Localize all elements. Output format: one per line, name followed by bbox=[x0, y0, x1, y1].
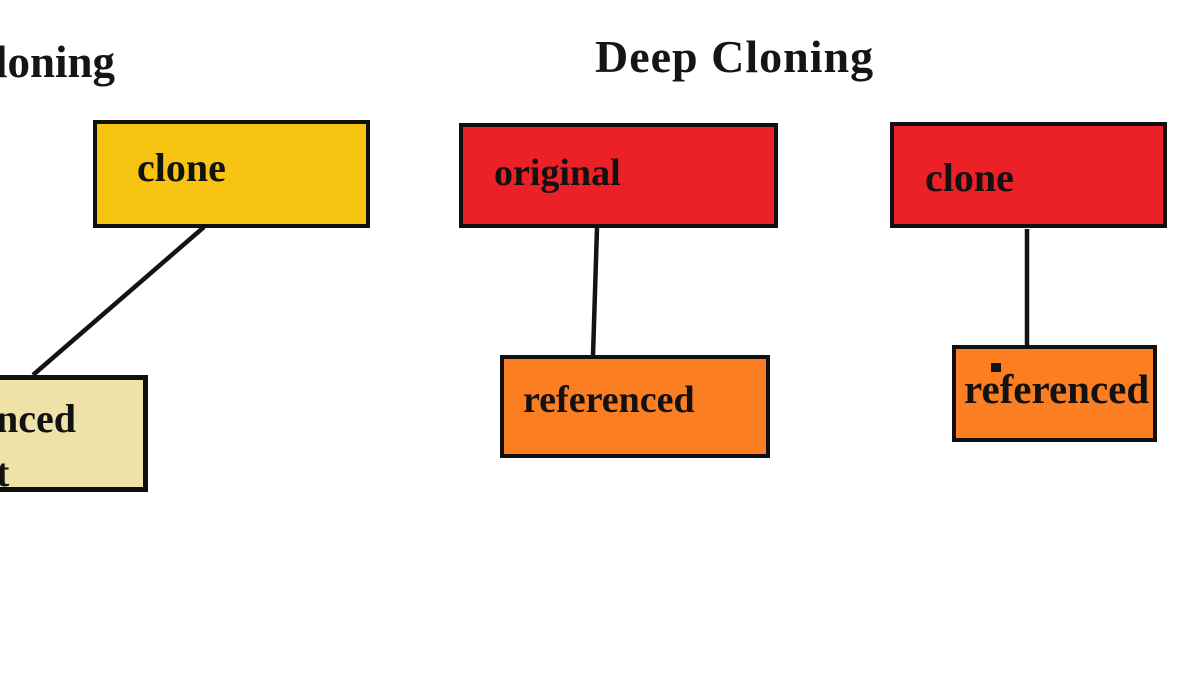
deep-original-label: original bbox=[494, 152, 621, 194]
deep-clone-box: clone bbox=[890, 122, 1167, 228]
shallow-clone-box: clone bbox=[93, 120, 370, 228]
deep-clone-referenced-label: referenced bbox=[964, 366, 1150, 412]
deep-original-to-referenced-line bbox=[590, 227, 600, 357]
shallow-cloning-title-partial: loning bbox=[0, 37, 116, 87]
shallow-referenced-label-line2: t bbox=[0, 450, 10, 495]
deep-clone-referenced-box: referenced bbox=[952, 345, 1157, 442]
shallow-referenced-label: nced t bbox=[0, 392, 76, 500]
shallow-referenced-object-box: nced t bbox=[0, 375, 148, 495]
deep-clone-label: clone bbox=[925, 155, 1014, 200]
deep-original-box: original bbox=[459, 123, 778, 228]
deep-cloning-title: Deep Cloning bbox=[595, 31, 875, 82]
stray-ink-mark bbox=[991, 363, 1001, 372]
deep-original-referenced-box: referenced bbox=[500, 355, 770, 458]
deep-original-referenced-label: referenced bbox=[523, 379, 695, 421]
shallow-clone-label: clone bbox=[137, 145, 226, 190]
shallow-referenced-label-line1: nced bbox=[0, 396, 76, 441]
shallow-clone-to-referenced-line bbox=[31, 225, 206, 377]
